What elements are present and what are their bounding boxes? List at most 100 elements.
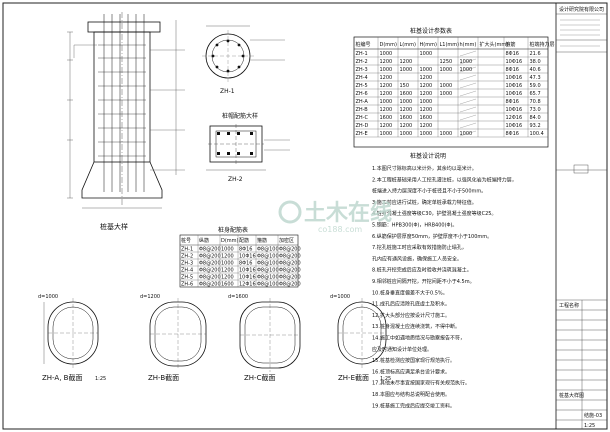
schedule-cell: 93.2 — [530, 123, 541, 129]
schedule-cell: 10Φ16 — [506, 59, 523, 65]
schedule-cell: 1200 — [380, 123, 393, 129]
schedule-cell: 1200 — [420, 83, 433, 89]
section-c-label: ZH-C截面 — [244, 373, 275, 382]
section-a-scale: 1:25 — [95, 376, 106, 382]
schedule-cell: ZH-6 — [356, 91, 368, 97]
pile-elevation: 桩基大样 — [67, 12, 185, 231]
schedule-cell: 10Φ16 — [506, 83, 523, 89]
section-b-dim: d=1200 — [140, 294, 160, 300]
schedule-cell: 1000 — [380, 99, 393, 105]
schedule-cell: 1000 — [460, 59, 473, 65]
schedule-cell: 1600 — [380, 115, 393, 121]
rebar-cell: Φ8@200 — [199, 254, 221, 260]
schedule-cell: ZH-1 — [356, 51, 368, 57]
pile-elevation-label: 桩基大样 — [100, 222, 128, 231]
note-line: 19.桩基施工完成后应提交竣工资料。 — [372, 402, 455, 409]
drawing-number: 结施-03 — [584, 412, 602, 419]
notes-title: 桩基设计说明 — [410, 152, 446, 160]
schedule-cell: 8Φ16 — [506, 99, 519, 105]
rebar-cell: 10Φ16 — [239, 254, 256, 260]
watermark-url: co188.com — [318, 225, 362, 234]
schedule-cell: ZH-B — [356, 107, 369, 113]
rebar-cell: 1200 — [221, 268, 234, 274]
note-line: 14.施工中如遇地质情况与勘察报告不符， — [372, 335, 465, 342]
rebar-cell: 10Φ16 — [239, 268, 256, 274]
note-line: 6.纵筋保护层厚度50mm，护壁厚度不小于100mm。 — [372, 233, 492, 240]
schedule-cell: 1600 — [420, 115, 433, 121]
rebar-cell: ZH-1 — [181, 247, 193, 253]
note-line: 18.本图应与结构总说明配合使用。 — [372, 391, 450, 398]
title-block: 设计研究院有限公司 工程名称 桩基大样图 结施-03 1:25 — [555, 3, 607, 429]
rebar-cell: Φ8@200 — [279, 268, 301, 274]
drawing-title: 桩基大样图 — [559, 392, 584, 399]
drawing-scale: 1:25 — [584, 423, 595, 429]
schedule-header-7: 箍筋 — [506, 41, 516, 48]
note-line: 应及时通知设计单位处理。 — [372, 346, 432, 353]
section-zh-c: d=1600 ZH-C截面 — [228, 294, 301, 382]
schedule-cell: 1000 — [440, 91, 453, 97]
schedule-cell: 1000 — [420, 51, 433, 57]
schedule-cell: ZH-2 — [356, 59, 368, 65]
schedule-header-3: H(mm) — [420, 42, 437, 48]
rebar-cell: 1000 — [221, 247, 234, 253]
rebar-cell: Φ8@100 — [257, 261, 279, 267]
schedule-cell: 100.4 — [530, 131, 544, 137]
schedule-cell: 10Φ16 — [506, 123, 523, 129]
rebar-cell: Φ8@100 — [257, 268, 279, 274]
schedule-title: 桩基设计参数表 — [410, 27, 452, 35]
schedule-cell: ZH-3 — [356, 67, 368, 73]
rebar-table-title: 桩身配筋表 — [218, 226, 248, 234]
schedule-header-8: 桩端持力层 — [530, 41, 555, 48]
schedule-cell: 40.6 — [530, 67, 541, 73]
schedule-cell: ZH-D — [356, 123, 369, 129]
schedule-cell: 1200 — [380, 107, 393, 113]
company-name: 设计研究院有限公司 — [559, 6, 604, 13]
rebar-cell: ZH-2 — [181, 254, 193, 260]
notes-block: 桩基设计说明 1.本图尺寸除标高以米计外，其余均以毫米计。2.本工程桩基础采用人… — [372, 152, 517, 409]
schedule-cell: 1000 — [380, 67, 393, 73]
schedule-cell: 8Φ16 — [506, 67, 519, 73]
rebar-cell: ZH-3 — [181, 261, 193, 267]
note-line: 12.扩大头部分应按设计尺寸施工。 — [372, 312, 450, 319]
section-zh-e: d=1000 ZH-E截面 1:25 — [330, 294, 391, 382]
section-scale: 1:25 — [380, 376, 391, 382]
schedule-cell: 1000 — [380, 51, 393, 57]
cap-detail-label: 桩帽配筋大样 — [222, 112, 258, 120]
rebar-cell: ZH-6 — [181, 282, 193, 288]
section-a-dim: d=1000 — [38, 294, 58, 300]
rebar-cell: 8Φ16 — [239, 247, 252, 253]
schedule-cell: 73.0 — [530, 107, 541, 113]
schedule-cell: 1000 — [400, 99, 413, 105]
rebar-cell: Φ8@200 — [199, 282, 221, 288]
note-line: 桩端进入持力层深度不小于桩径且不小于500mm。 — [372, 188, 486, 195]
schedule-cell: 1000 — [440, 83, 453, 89]
rebar-cell: Φ8@200 — [199, 247, 221, 253]
rebar-cell: 1200 — [221, 275, 234, 281]
rebar-cell: 1200 — [221, 254, 234, 260]
note-line: 10.桩身垂直度偏差不大于0.5%。 — [372, 289, 448, 296]
schedule-cell: 84.0 — [530, 115, 541, 121]
rebar-cell: Φ8@100 — [257, 282, 279, 288]
schedule-cell: 150 — [400, 83, 410, 89]
section-e-dim: d=1000 — [330, 294, 350, 300]
schedule-cell: 65.7 — [530, 91, 541, 97]
zh2-label: ZH-2 — [228, 176, 243, 183]
note-line: 16.桩顶标高应满足承台设计要求。 — [372, 368, 450, 375]
schedule-header-4: L1(mm) — [440, 42, 460, 48]
rebar-cell: Φ8@100 — [257, 247, 279, 253]
note-line: 11.成孔后应清除孔底虚土及积水。 — [372, 301, 450, 308]
zh1-section: ZH-1 — [202, 25, 285, 95]
section-e-label: ZH-E截面 — [338, 373, 369, 382]
schedule-cell: ZH-4 — [356, 75, 368, 81]
section-c-dim: d=1600 — [228, 294, 248, 300]
schedule-header-2: L(mm) — [400, 42, 416, 48]
schedule-cell: 1200 — [380, 91, 393, 97]
rebar-header-5: 加密区 — [279, 237, 294, 244]
schedule-cell: 1000 — [420, 131, 433, 137]
schedule-cell: 1200 — [380, 59, 393, 65]
schedule-cell: ZH-5 — [356, 83, 368, 89]
schedule-cell: 10Φ16 — [506, 75, 523, 81]
